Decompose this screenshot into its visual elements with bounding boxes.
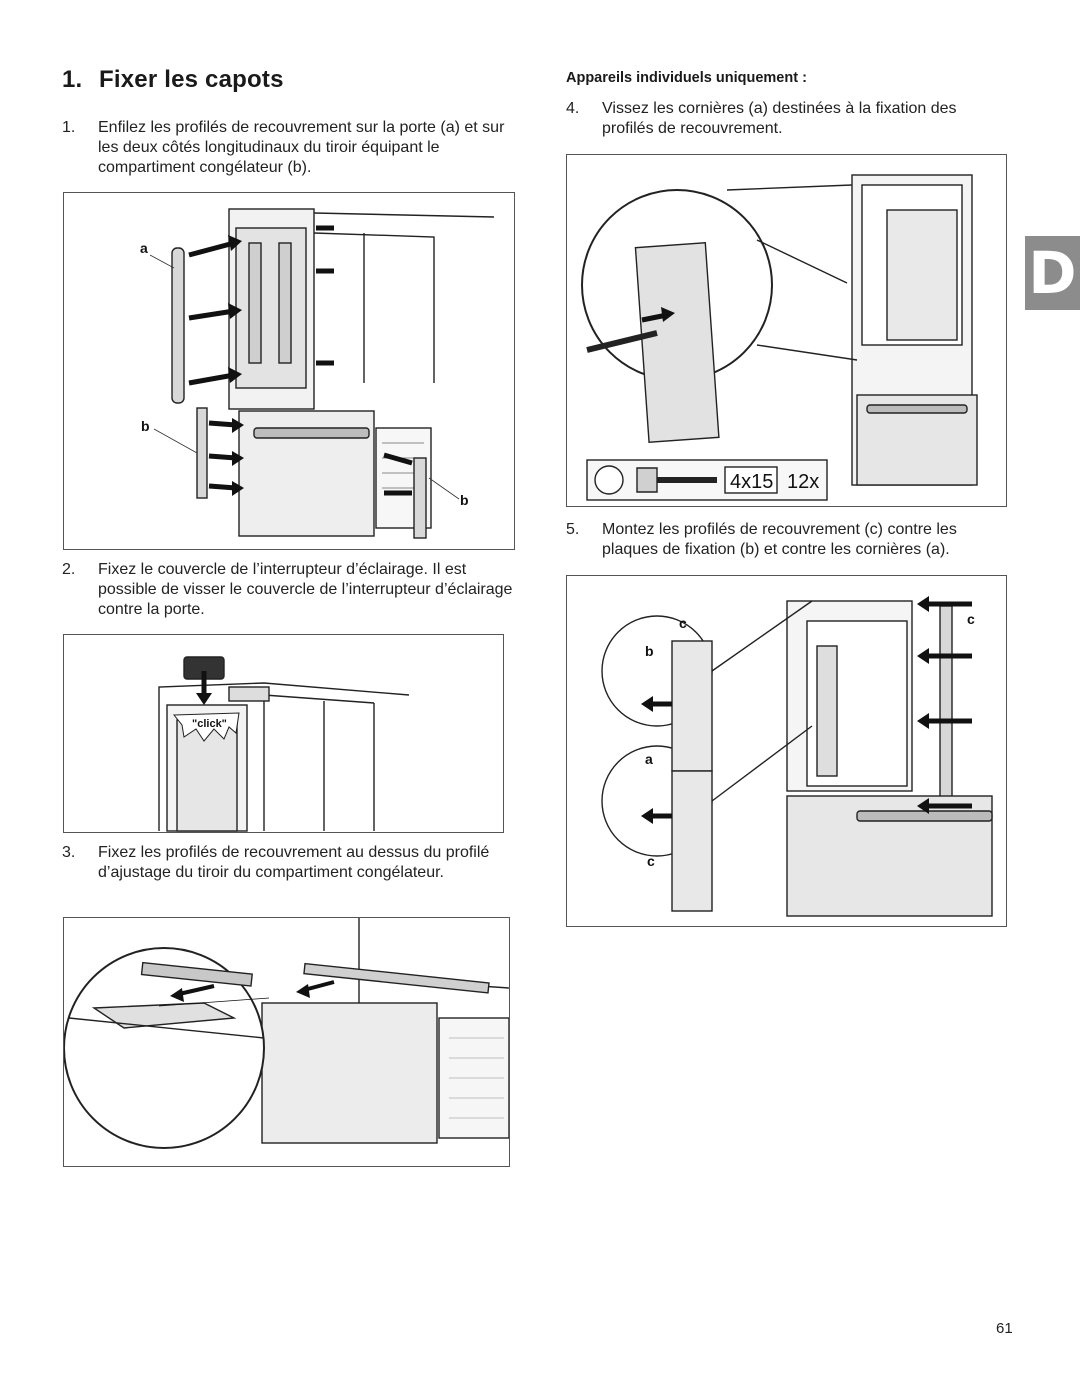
label-a: a <box>645 751 653 767</box>
step-text: Enfilez les profilés de recouvrement sur… <box>98 119 505 176</box>
language-tab: D <box>1025 236 1080 310</box>
step-1: 1. Enfilez les profilés de recouvrement … <box>62 118 514 178</box>
screw-size: 4x15 <box>730 471 773 493</box>
step-4: 4. Vissez les cornières (a) destinées à … <box>566 99 1010 139</box>
step-number: 3. <box>62 844 76 861</box>
figure-light-switch-cover: "click" <box>63 634 504 833</box>
click-label: "click" <box>192 718 227 730</box>
label-a: a <box>140 240 148 256</box>
step-5: 5. Montez les profilés de recouvrement (… <box>566 520 1010 560</box>
title-text: Fixer les capots <box>99 66 284 93</box>
label-b: b <box>460 492 469 508</box>
label-c: c <box>679 615 687 631</box>
step-number: 1. <box>62 119 76 136</box>
step-number: 5. <box>566 521 580 538</box>
page-number: 61 <box>996 1320 1013 1337</box>
step-text: Fixez les profilés de recouvrement au de… <box>98 844 490 881</box>
step-text: Montez les profilés de recouvrement (c) … <box>602 521 957 558</box>
figure-mount-profiles: c b a c c <box>566 575 1007 927</box>
step-number: 2. <box>62 561 76 578</box>
page-title: 1. Fixer les capots <box>62 66 284 94</box>
title-number: 1. <box>62 66 83 93</box>
label-b: b <box>645 643 654 659</box>
screw-quantity: 12x <box>787 471 819 493</box>
step-text: Fixez le couvercle de l’interrupteur d’é… <box>98 561 513 618</box>
step-text: Vissez les cornières (a) destinées à la … <box>602 100 957 137</box>
figure-door-profiles: a b b <box>63 192 515 550</box>
step-2: 2. Fixez le couvercle de l’interrupteur … <box>62 560 514 620</box>
figure-screw-brackets: 4x15 12x <box>566 154 1007 507</box>
label-c: c <box>647 853 655 869</box>
step-3: 3. Fixez les profilés de recouvrement au… <box>62 843 514 883</box>
figure-drawer-profiles <box>63 917 510 1167</box>
label-c: c <box>967 611 975 627</box>
step-number: 4. <box>566 100 580 117</box>
subheading: Appareils individuels uniquement : <box>566 70 807 86</box>
label-b: b <box>141 418 150 434</box>
